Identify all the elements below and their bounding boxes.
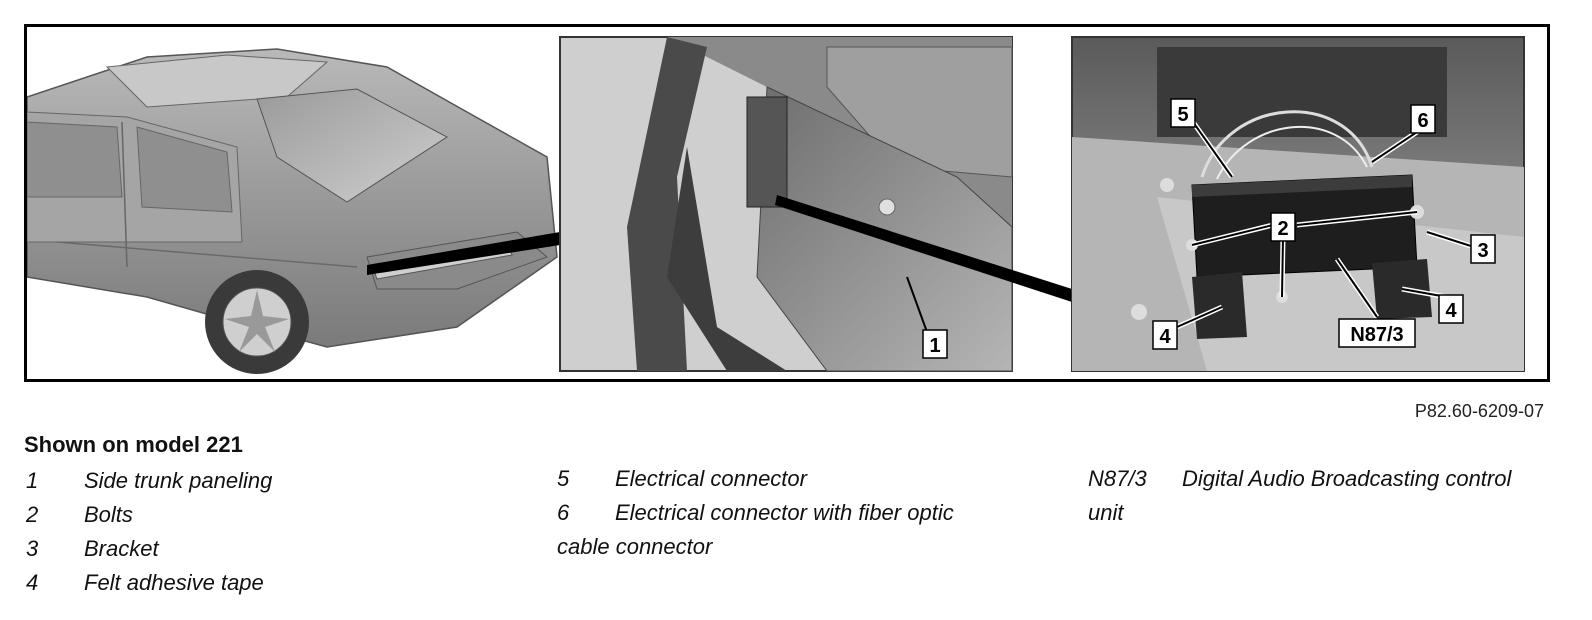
legend-item-number: N87/3 (1088, 466, 1147, 491)
callout-2: 2 (1270, 212, 1296, 242)
legend-item-number: 5 (557, 466, 570, 491)
legend-item: 4 Felt adhesive tape (26, 566, 526, 600)
svg-text:5: 5 (1177, 104, 1188, 126)
legend-column-2: 5 Electrical connector 6 Electrical connec… (557, 462, 997, 564)
callout-3: 3 (1470, 234, 1496, 264)
detail-photo-trunk (559, 36, 1013, 372)
callout-6: 6 (1410, 104, 1436, 134)
callout-1: 1 (922, 329, 948, 359)
legend-item: 3 Bracket (26, 532, 526, 566)
figure-frame: 1 2 3 4 4 5 6 N87/3 (24, 24, 1550, 382)
svg-text:N87/3: N87/3 (1350, 324, 1403, 346)
legend-item-number: 2 (26, 502, 39, 527)
callout-5: 5 (1170, 98, 1196, 128)
legend-column-1: 1 Side trunk paneling 2 Bolts 3 Bracket 4 Fe… (26, 464, 526, 600)
legend-item-text-continued: unit (1088, 500, 1124, 525)
callout-4-right: 4 (1438, 294, 1464, 324)
legend-title: Shown on model 221 (24, 432, 243, 457)
svg-text:3: 3 (1477, 240, 1488, 262)
callout-n87-3: N87/3 (1338, 318, 1416, 348)
legend-item: 6 Electrical connector with fiber optic c… (557, 496, 997, 564)
legend-item-text: Bolts (84, 502, 133, 527)
legend-item-text: Bracket (84, 536, 159, 561)
legend-item: 1 Side trunk paneling (26, 464, 526, 498)
legend-item-text: Digital Audio Broadcasting control (1182, 466, 1512, 491)
legend-item-text: Side trunk paneling (84, 468, 273, 493)
svg-text:1: 1 (929, 335, 940, 357)
figure-id: P82.60-6209-07 (1414, 401, 1544, 421)
callout-4-left: 4 (1152, 320, 1178, 350)
svg-text:2: 2 (1277, 218, 1288, 240)
legend-item-number: 3 (26, 536, 39, 561)
legend-item-number: 6 (557, 500, 570, 525)
car-illustration (27, 48, 558, 374)
legend-item-number: 4 (26, 570, 39, 595)
svg-text:6: 6 (1417, 110, 1428, 132)
legend-item: 2 Bolts (26, 498, 526, 532)
legend-item-text-continued: cable connector (557, 534, 713, 559)
illustration: 1 2 3 4 4 5 6 N87/3 (27, 36, 1525, 374)
legend-item: 5 Electrical connector (557, 462, 997, 496)
legend-item-text: Felt adhesive tape (84, 570, 264, 595)
svg-text:4: 4 (1445, 300, 1457, 322)
svg-text:4: 4 (1159, 326, 1171, 348)
legend-item-text: Electrical connector (615, 466, 807, 491)
legend-item-number: 1 (26, 468, 39, 493)
legend-item-text: Electrical connector with fiber optic (615, 500, 954, 525)
